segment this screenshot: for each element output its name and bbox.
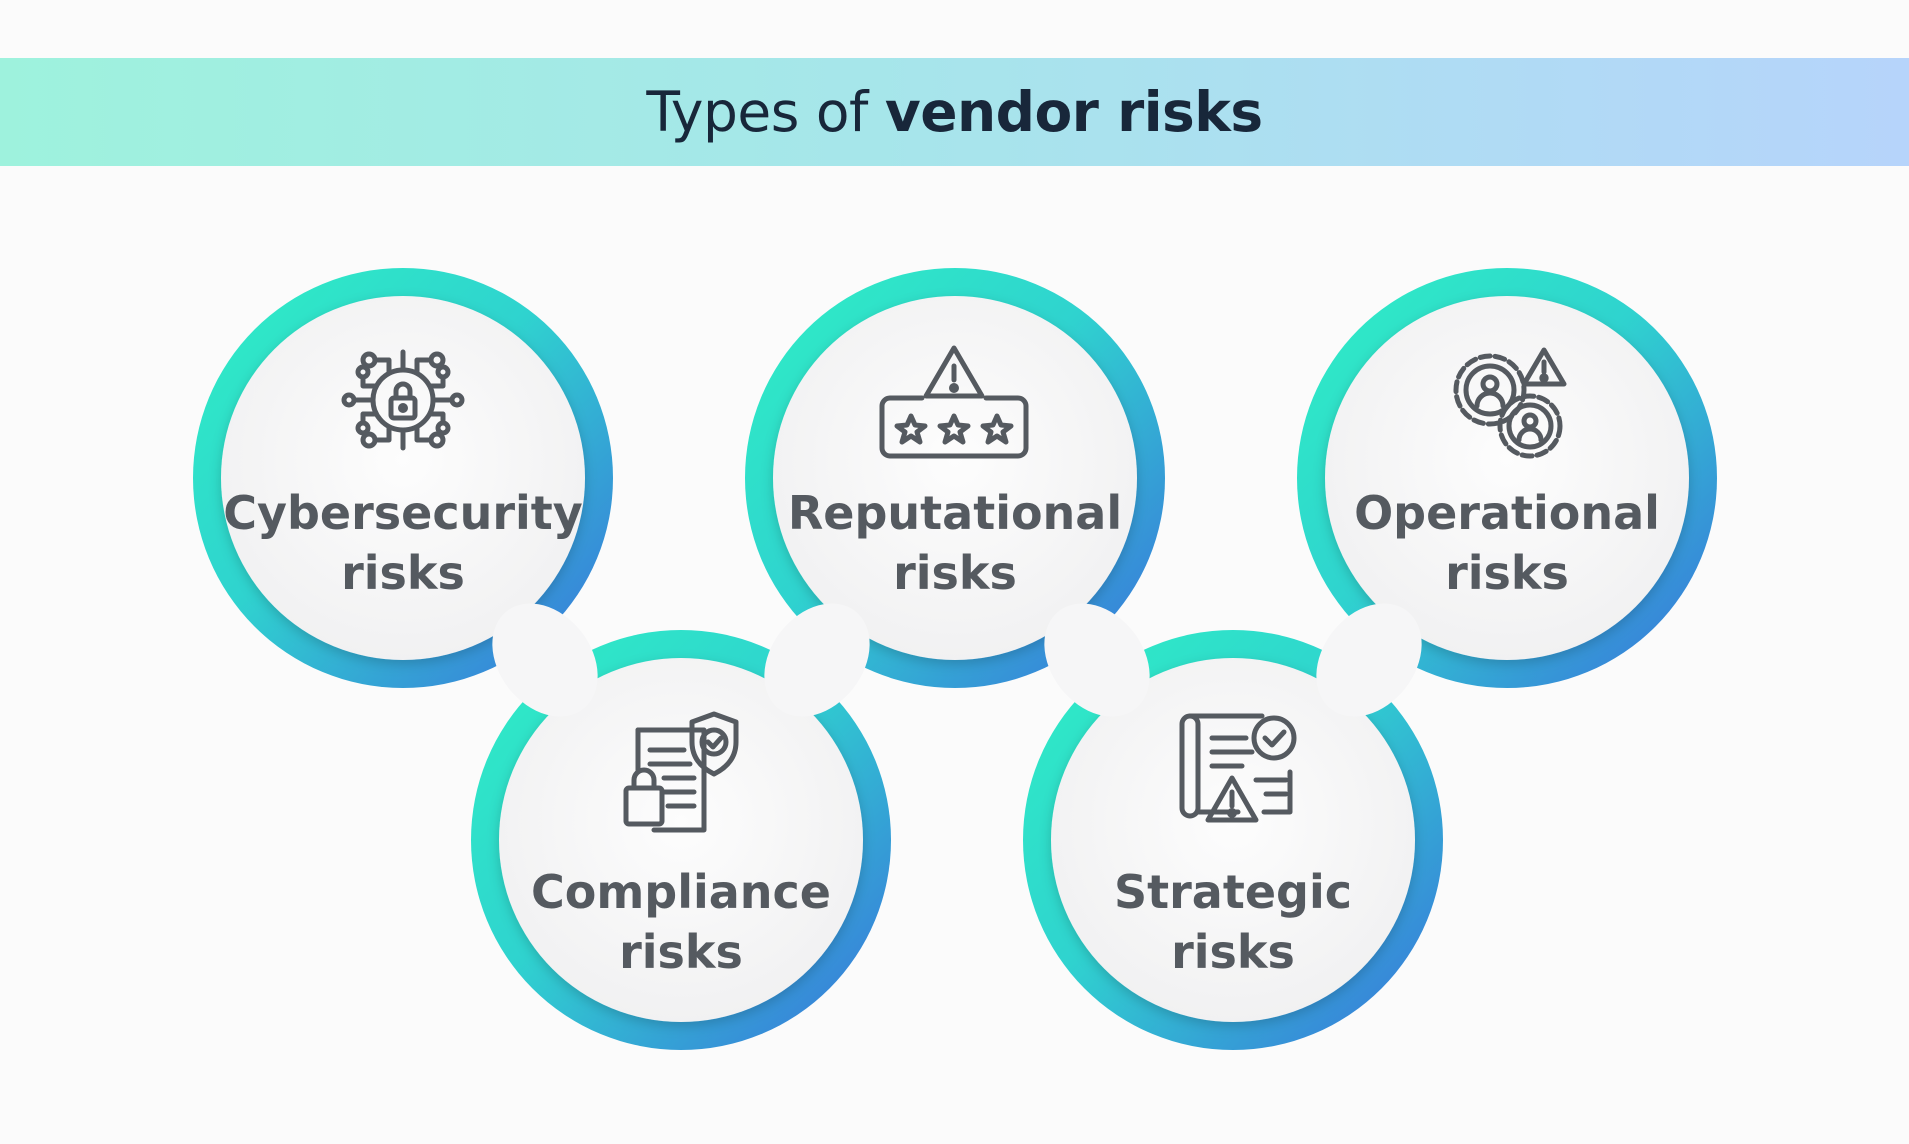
bridge-3 bbox=[1044, 603, 1150, 717]
bridge-1 bbox=[492, 603, 598, 717]
label-operational-line2: risks bbox=[1445, 546, 1569, 600]
disc-reputational bbox=[773, 296, 1137, 660]
label-cybersecurity: Cybersecurity risks bbox=[223, 483, 583, 603]
label-cybersecurity-line1: Cybersecurity bbox=[223, 486, 583, 540]
label-cybersecurity-line2: risks bbox=[341, 546, 465, 600]
gears-people-warning-icon bbox=[1453, 347, 1567, 459]
circuit-lock-icon bbox=[341, 349, 465, 451]
label-reputational-line2: risks bbox=[893, 546, 1017, 600]
label-operational-line1: Operational bbox=[1354, 486, 1660, 540]
page-title: Types of vendor risks bbox=[646, 80, 1263, 144]
disc-cybersecurity bbox=[221, 296, 585, 660]
label-strategic-line1: Strategic bbox=[1114, 865, 1352, 919]
label-strategic: Strategic risks bbox=[1053, 862, 1413, 982]
label-reputational: Reputational risks bbox=[775, 483, 1135, 603]
connector-layer bbox=[492, 603, 1422, 717]
disc-operational bbox=[1325, 296, 1689, 660]
label-compliance: Compliance risks bbox=[501, 862, 861, 982]
disc-layer bbox=[221, 296, 1689, 1022]
bridge-4 bbox=[1316, 603, 1422, 717]
label-operational: Operational risks bbox=[1327, 483, 1687, 603]
disc-strategic bbox=[1051, 658, 1415, 1022]
title-banner: Types of vendor risks bbox=[0, 58, 1909, 166]
label-reputational-line1: Reputational bbox=[787, 486, 1123, 540]
title-light: Types of bbox=[646, 80, 868, 144]
warning-stars-icon bbox=[879, 345, 1029, 459]
disc-compliance bbox=[499, 658, 863, 1022]
document-lock-shield-icon bbox=[623, 711, 739, 833]
label-compliance-line2: risks bbox=[619, 925, 743, 979]
bridge-2 bbox=[764, 603, 870, 717]
title-bold: vendor risks bbox=[884, 80, 1263, 144]
label-compliance-line1: Compliance bbox=[530, 865, 831, 919]
label-strategic-line2: risks bbox=[1171, 925, 1295, 979]
scroll-warning-icon bbox=[1179, 713, 1297, 823]
